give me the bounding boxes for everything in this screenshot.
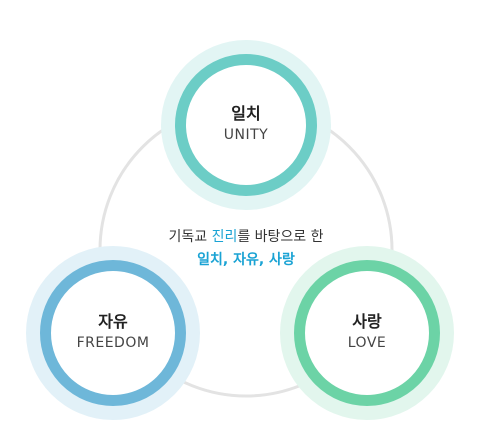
node-freedom-ring: 자유 FREEDOM [40,260,186,406]
node-unity-subtitle: UNITY [223,127,269,144]
caption-suffix: 를 바탕으로 한 [237,229,324,245]
node-freedom: 자유 FREEDOM [26,246,200,420]
center-caption: 기독교 진리를 바탕으로 한 일치, 자유, 사랑 [0,226,492,272]
node-love-title: 사랑 [352,311,382,331]
node-freedom-title: 자유 [98,311,128,331]
node-unity-ring: 일치 UNITY [175,54,317,196]
node-freedom-subtitle: FREEDOM [76,335,150,352]
node-love-subtitle: LOVE [347,335,387,352]
node-love-ring: 사랑 LOVE [294,260,440,406]
center-caption-line-1: 기독교 진리를 바탕으로 한 [0,226,492,248]
node-love: 사랑 LOVE [280,246,454,420]
caption-prefix: 기독교 [168,229,212,245]
node-unity-title: 일치 [231,103,261,123]
center-caption-line-2: 일치, 자유, 사랑 [197,252,295,268]
caption-highlight: 진리 [211,229,238,245]
node-unity: 일치 UNITY [161,40,331,210]
